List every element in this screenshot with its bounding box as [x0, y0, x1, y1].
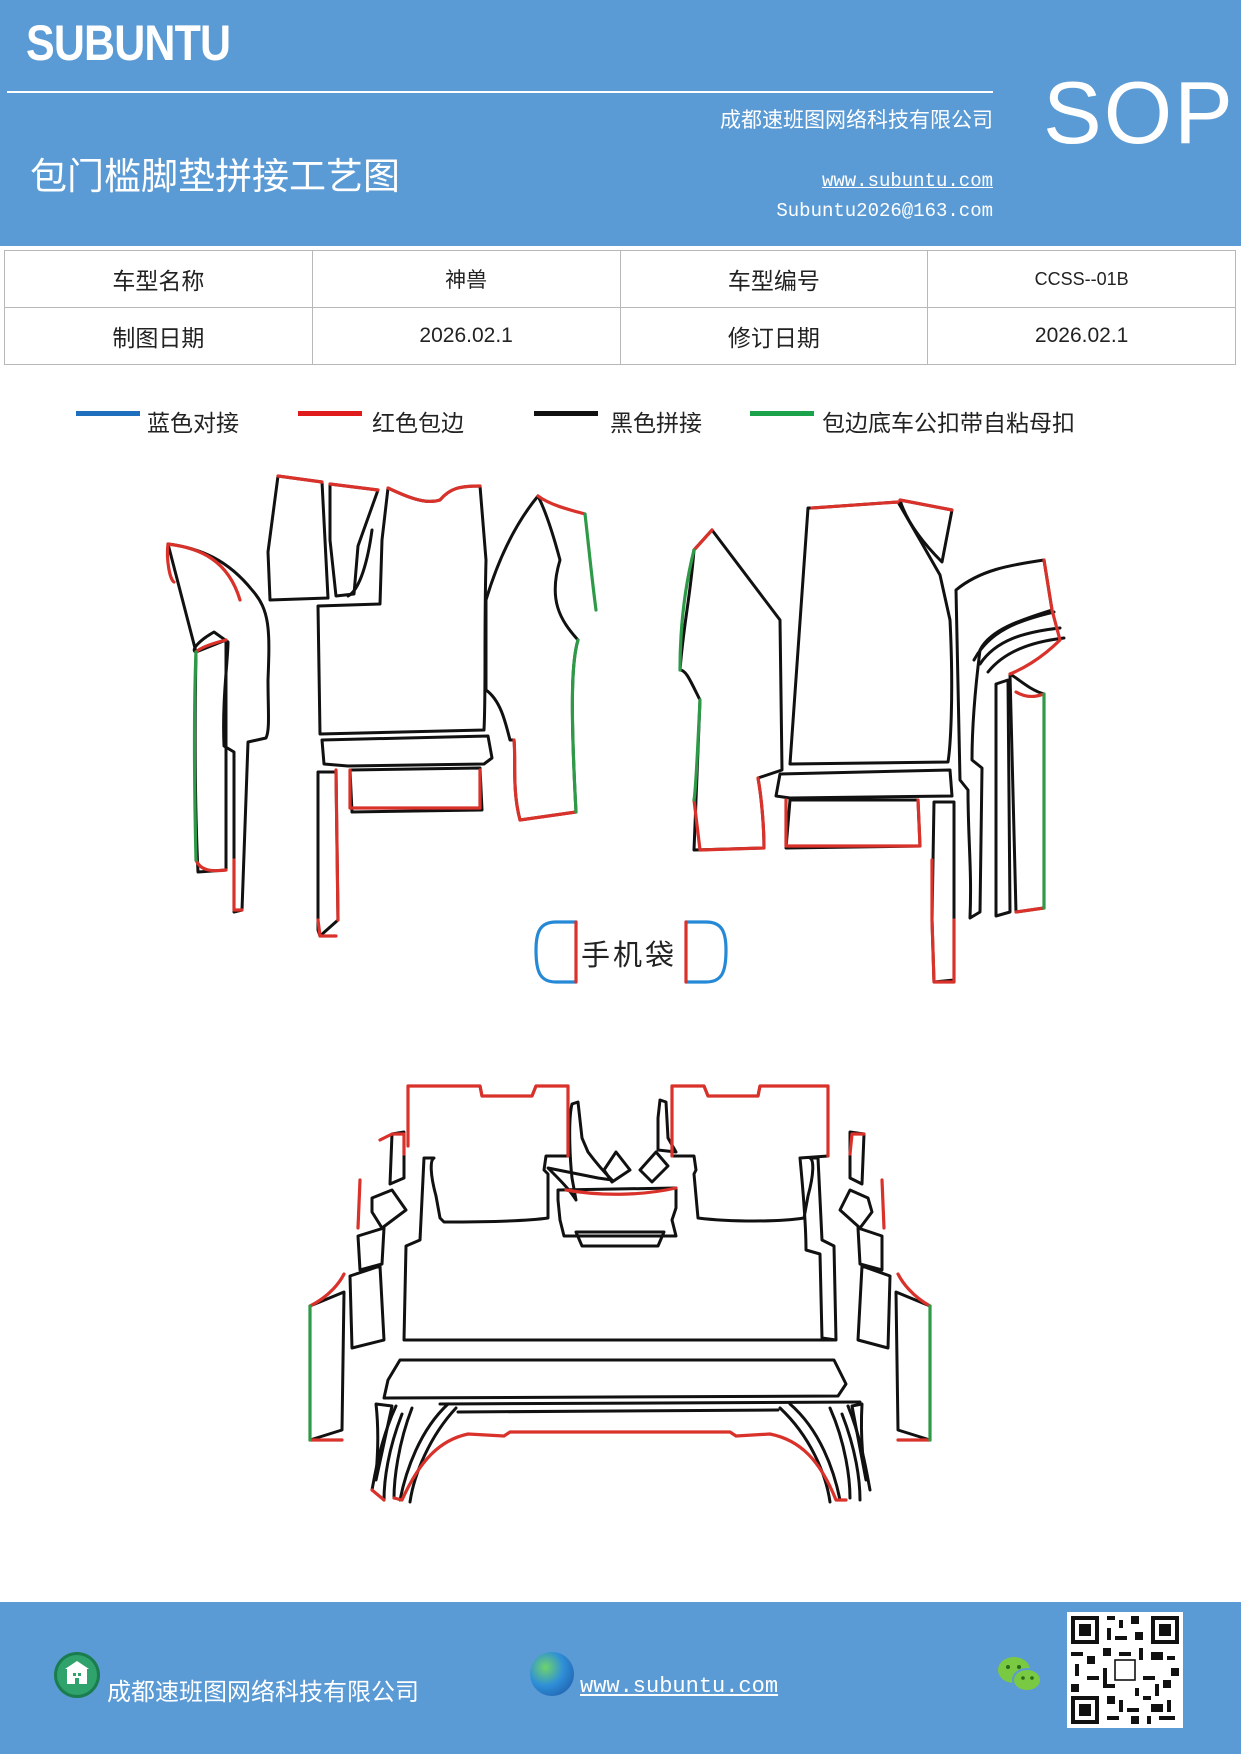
- header-bar: SUBUNTU 成都速班图网络科技有限公司 包门槛脚垫拼接工艺图 www.sub…: [0, 0, 1241, 246]
- mat-piece: [484, 494, 580, 822]
- table-row: 车型名称 神兽 车型编号 CCSS--01B: [4, 250, 1236, 308]
- page-title: 包门槛脚垫拼接工艺图: [30, 155, 400, 198]
- draw-date-value: 2026.02.1: [311, 307, 621, 365]
- info-table: 车型名称 神兽 车型编号 CCSS--01B 制图日期 2026.02.1 修订…: [4, 250, 1236, 365]
- header-divider: [7, 91, 993, 93]
- legend-label: 红色包边: [372, 411, 464, 437]
- footer-website-link[interactable]: www.subuntu.com: [580, 1674, 779, 1699]
- mat-piece: [774, 768, 954, 800]
- legend-swatch-green: [750, 411, 814, 416]
- revise-date-label: 修订日期: [619, 307, 929, 365]
- draw-date-label: 制图日期: [4, 307, 313, 365]
- mat-piece: [388, 1130, 406, 1186]
- legend-swatch-black: [534, 411, 598, 416]
- sop-badge: SOP: [1043, 63, 1235, 162]
- legend-label: 包边底车公扣带自粘母扣: [822, 411, 1075, 437]
- building-icon: [54, 1652, 100, 1698]
- globe-icon: [530, 1652, 574, 1696]
- mat-piece: [930, 800, 956, 984]
- mat-piece: [994, 678, 1012, 918]
- mat-piece: [856, 1264, 892, 1350]
- mat-splicing-drawing: [165, 474, 1066, 1504]
- mat-piece: [193, 638, 228, 874]
- mat-piece: [308, 1290, 346, 1442]
- model-code-value: CCSS--01B: [927, 250, 1236, 308]
- mat-piece: [370, 1188, 408, 1230]
- mat-piece: [954, 558, 1054, 920]
- phone-pocket-right: [684, 920, 728, 984]
- mat-piece: [316, 770, 340, 938]
- mat-piece: [320, 734, 494, 768]
- qr-code: [1067, 1612, 1183, 1728]
- mat-piece: [166, 542, 271, 914]
- mat-piece: [788, 500, 954, 766]
- model-code-label: 车型编号: [619, 250, 929, 308]
- model-name-value: 神兽: [311, 250, 621, 308]
- mat-piece: [894, 1290, 932, 1442]
- mat-piece: [348, 766, 484, 814]
- mat-piece: [348, 1264, 386, 1350]
- mat-piece: [316, 484, 488, 736]
- phone-pocket-left: [534, 920, 578, 984]
- mat-piece: [856, 1226, 884, 1272]
- legend-label: 蓝色对接: [147, 411, 239, 437]
- mat-piece: [656, 1098, 678, 1154]
- mat-piece: [546, 1100, 614, 1202]
- legend: 蓝色对接 红色包边 黑色拼接 包边底车公扣带自粘母扣: [0, 400, 1241, 440]
- mat-piece: [1008, 672, 1046, 914]
- brand-logo: SUBUNTU: [26, 15, 231, 71]
- wechat-icon[interactable]: [996, 1654, 1044, 1700]
- footer-company: 成都速班图网络科技有限公司: [107, 1678, 419, 1706]
- mat-piece: [556, 1186, 678, 1238]
- footer-bar: 成都速班图网络科技有限公司 www.subuntu.com: [0, 1602, 1241, 1754]
- mat-piece: [784, 798, 922, 850]
- mat-piece: [382, 1358, 848, 1400]
- mat-piece: [356, 1226, 386, 1272]
- mat-piece: [266, 474, 330, 602]
- legend-swatch-blue: [76, 411, 140, 416]
- website-link[interactable]: www.subuntu.com: [821, 170, 993, 192]
- model-name-label: 车型名称: [4, 250, 313, 308]
- table-row: 制图日期 2026.02.1 修订日期 2026.02.1: [4, 307, 1236, 365]
- company-name: 成都速班图网络科技有限公司: [720, 108, 993, 132]
- email-address: Subuntu2026@163.com: [776, 200, 993, 222]
- mat-piece: [838, 1188, 874, 1230]
- legend-label: 黑色拼接: [610, 411, 702, 437]
- revise-date-value: 2026.02.1: [927, 307, 1236, 365]
- mat-piece: [602, 1150, 632, 1184]
- mat-piece: [638, 1150, 670, 1184]
- phone-pocket-label: 手机袋: [581, 938, 678, 972]
- mat-piece: [898, 498, 954, 564]
- mat-piece: [574, 1230, 666, 1248]
- mat-piece: [402, 1084, 838, 1342]
- legend-swatch-red: [298, 411, 362, 416]
